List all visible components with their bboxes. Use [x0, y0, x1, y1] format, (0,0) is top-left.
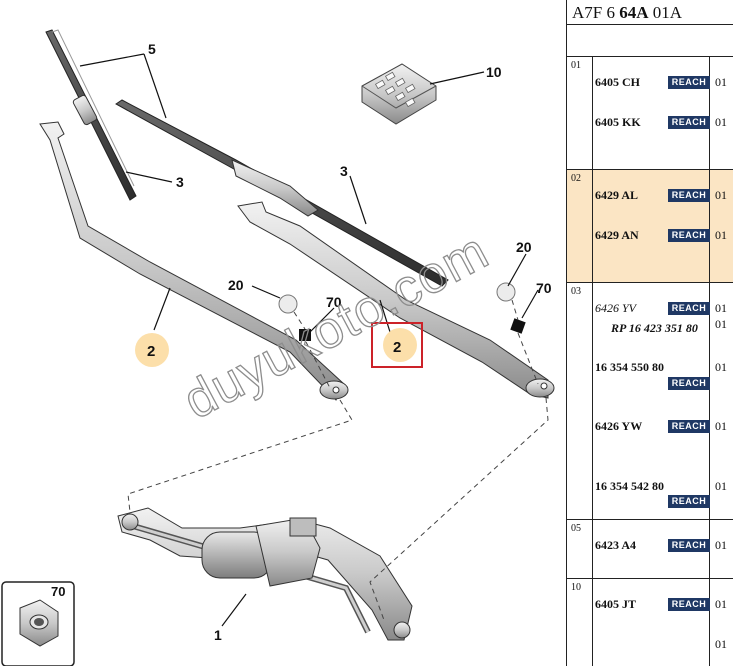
part-ref[interactable]: 6429 AN [595, 228, 639, 242]
callout-70-left[interactable]: 70 [326, 294, 342, 310]
dashed-guide-lines [127, 299, 549, 621]
inset-nut-70[interactable]: 70 [1, 581, 75, 666]
callout-70-inset: 70 [51, 584, 65, 599]
header-suffix: 01A [648, 3, 683, 22]
callout-20-right[interactable]: 20 [516, 239, 532, 255]
callout-highlight-2-left [135, 333, 169, 367]
part-ref[interactable]: 6405 CH [595, 75, 640, 89]
part-ref[interactable]: 16 354 542 80 [595, 479, 664, 493]
part-ref[interactable]: 6426 YV [595, 301, 637, 315]
diagram-canvas: 5 3 3 10 20 20 70 70 2 2 1 70 duyukoto.c… [1, 29, 555, 666]
part-qty: 01 [715, 115, 727, 129]
cap-left[interactable] [278, 294, 298, 314]
part-qty: 01 [715, 301, 727, 315]
callout-2-right[interactable]: 2 [393, 339, 401, 356]
wiper-blade-small[interactable] [45, 29, 137, 201]
group-index: 01 [571, 60, 581, 71]
reach-badge: REACH [668, 495, 710, 508]
exploded-parts-diagram: 5 3 3 10 20 20 70 70 2 2 1 70 duyukoto.c… [1, 29, 555, 666]
part-qty: 01 [715, 75, 727, 89]
group-index: 02 [571, 173, 581, 184]
part-group-10[interactable]: 10 6405 JT REACH 01 01 [567, 579, 733, 666]
part-qty: 01 [715, 360, 727, 374]
part-ref[interactable]: 6426 YW [595, 419, 643, 433]
callout-3-long[interactable]: 3 [340, 163, 348, 179]
diagram-code-header: A7F 6 64A 01A [567, 0, 733, 25]
selection-box[interactable] [371, 322, 423, 368]
part-ref[interactable]: 6405 KK [595, 115, 641, 129]
part-qty: 01 [715, 538, 727, 552]
group-index: 05 [571, 523, 581, 534]
wiper-arm-left[interactable] [39, 121, 349, 401]
nut-left[interactable] [299, 329, 311, 341]
callout-20-left[interactable]: 20 [228, 277, 244, 293]
callout-70-right[interactable]: 70 [536, 280, 552, 296]
callout-1[interactable]: 1 [214, 627, 222, 643]
callout-5[interactable]: 5 [148, 41, 156, 57]
header-prefix: A7F 6 [572, 3, 620, 22]
part-qty: 01 [715, 188, 727, 202]
part-group-03[interactable]: 03 6426 YV REACH 01 RP 16 423 351 80 01 … [567, 283, 733, 520]
reach-badge: REACH [668, 539, 710, 552]
part-qty: 01 [715, 419, 727, 433]
reach-badge: REACH [668, 229, 710, 242]
callout-3-small[interactable]: 3 [176, 174, 184, 190]
wiper-arm-right[interactable] [237, 201, 555, 399]
cap-right[interactable] [496, 282, 516, 302]
callout-highlight-2-right [383, 328, 417, 362]
part-qty: 01 [715, 228, 727, 242]
reach-badge: REACH [668, 377, 710, 390]
part-group-05[interactable]: 05 6423 A4 REACH 01 [567, 520, 733, 579]
leader-lines [79, 53, 539, 627]
callout-2-left[interactable]: 2 [147, 343, 155, 360]
part-qty: 01 [715, 597, 727, 611]
wiper-blade-long[interactable] [115, 99, 449, 287]
part-ref[interactable]: RP 16 423 351 80 [611, 321, 698, 335]
part-qty: 01 [715, 317, 727, 331]
header-bold: 64A [619, 3, 649, 22]
reach-badge: REACH [668, 302, 710, 315]
part-ref[interactable]: 6429 AL [595, 188, 639, 202]
group-index: 03 [571, 286, 581, 297]
part-ref[interactable]: 16 354 550 80 [595, 360, 664, 374]
part-ref[interactable]: 6405 JT [595, 597, 637, 611]
header-spacer [567, 25, 733, 57]
group-index: 10 [571, 582, 581, 593]
part-ref[interactable]: 6423 A4 [595, 538, 637, 552]
reach-badge: REACH [668, 116, 710, 129]
part-qty: 01 [715, 479, 727, 493]
part-qty: 01 [715, 637, 727, 651]
reach-badge: REACH [668, 420, 710, 433]
reach-badge: REACH [668, 189, 710, 202]
connector-clip[interactable] [361, 63, 437, 125]
reach-badge: REACH [668, 598, 710, 611]
reach-badge: REACH [668, 76, 710, 89]
part-group-02[interactable]: 02 6429 AL REACH 01 6429 AN REACH 01 [567, 170, 733, 283]
parts-reference-panel: A7F 6 64A 01A 01 6405 CH REACH 01 6405 K… [566, 0, 733, 666]
part-group-01[interactable]: 01 6405 CH REACH 01 6405 KK REACH 01 [567, 57, 733, 170]
nut-right[interactable] [510, 318, 526, 334]
wiper-linkage-motor[interactable] [117, 507, 413, 641]
callout-10[interactable]: 10 [486, 64, 502, 80]
